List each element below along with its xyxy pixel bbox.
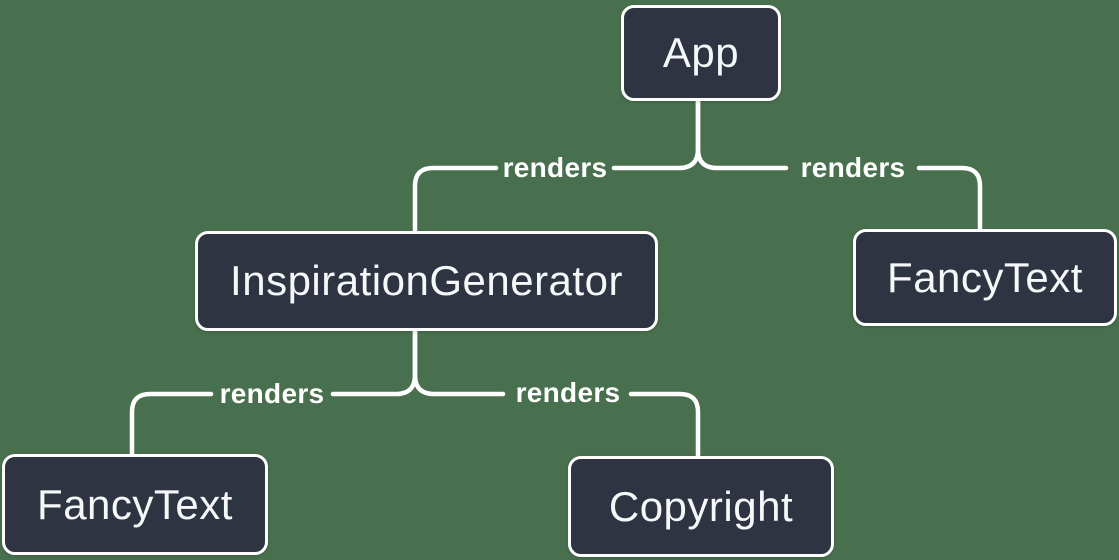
edge-into-inspiration-generator [412,165,499,235]
node-fancy-text-top-right: FancyText [853,229,1117,326]
edge-label-app-to-inspiration-generator: renders [502,152,608,183]
node-app: App [621,5,781,101]
edge-label-ig-to-copyright: renders [515,377,621,408]
edge-app-fork-left [611,98,701,171]
node-inspiration-generator-label: InspirationGenerator [230,257,623,304]
node-copyright: Copyright [568,456,834,557]
edge-app-fork-right [695,98,789,171]
node-fancy-text-bottom-left-label: FancyText [37,480,233,528]
edge-ig-fork-right [412,327,506,397]
node-fancy-text-bottom-left: FancyText [2,454,268,555]
node-app-label: App [662,29,740,76]
node-fancy-text-top-right-label: FancyText [887,253,1083,301]
node-copyright-label: Copyright [608,482,794,530]
edge-ig-fork-left [330,327,418,397]
edge-into-fancy-text-top-right [916,165,983,233]
edge-into-copyright [628,391,701,460]
edge-label-ig-to-fancy-text: renders [219,378,325,409]
edge-label-app-to-fancy-text: renders [800,152,906,183]
edge-into-fancy-text-bottom-left [129,391,214,458]
node-inspiration-generator: InspirationGenerator [195,231,658,331]
